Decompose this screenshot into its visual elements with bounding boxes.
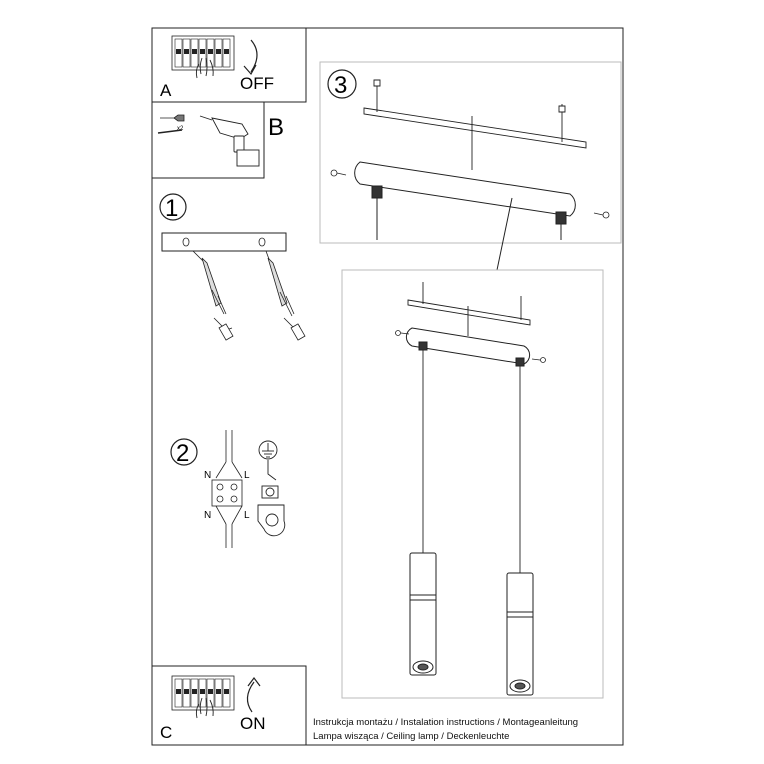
mounting-bracket-top (363, 79, 587, 170)
step-3-number: 3 (334, 72, 347, 99)
step-2: 2 N L N L (170, 430, 286, 548)
plug-quantity: x2 (177, 126, 184, 132)
on-label: ON (240, 714, 266, 733)
assembled-lamp (341, 269, 604, 699)
canopy-top (354, 161, 576, 271)
caption-instructions: Instrukcja montażu / Instalation instruc… (313, 717, 578, 728)
switch-off-arrow-icon (250, 39, 258, 73)
step-1-number: 1 (165, 195, 178, 222)
mounting-bracket-lower (407, 282, 531, 336)
ground-terminal-icon (257, 440, 286, 537)
screw-lower-right-icon (531, 357, 546, 363)
page-border (151, 27, 624, 746)
ceiling-plate (161, 232, 287, 252)
screw-right-icon (593, 211, 610, 219)
switch-on-arrow-icon (246, 681, 255, 713)
screw-lower-left-icon (395, 330, 410, 336)
pendant-right (506, 572, 534, 696)
wall-plug-icon (157, 114, 185, 134)
anchor-plug-right (265, 250, 306, 341)
panel-c: C ON (151, 665, 307, 746)
panel-c-letter: C (160, 723, 172, 742)
screw-left-icon (330, 169, 347, 177)
panel-a: A OFF (151, 27, 307, 103)
pendant-left (409, 552, 437, 676)
panel-b-letter: B (268, 114, 284, 141)
wire-l-bottom: L (244, 510, 250, 521)
drill-icon (199, 115, 260, 167)
step-1: 1 (159, 193, 306, 341)
panel-a-letter: A (160, 81, 172, 100)
off-label: OFF (240, 74, 274, 93)
step-2-number: 2 (176, 440, 189, 467)
anchor-plug-left (192, 250, 234, 341)
panel-b: x2 B (151, 101, 284, 179)
wire-l-top: L (244, 470, 250, 481)
step-3: 3 (319, 61, 622, 271)
wire-n-bottom: N (204, 510, 211, 521)
terminal-block-icon (211, 430, 243, 548)
caption-product: Lampa wisząca / Ceiling lamp / Deckenleu… (313, 731, 509, 742)
wire-n-top: N (204, 470, 211, 481)
